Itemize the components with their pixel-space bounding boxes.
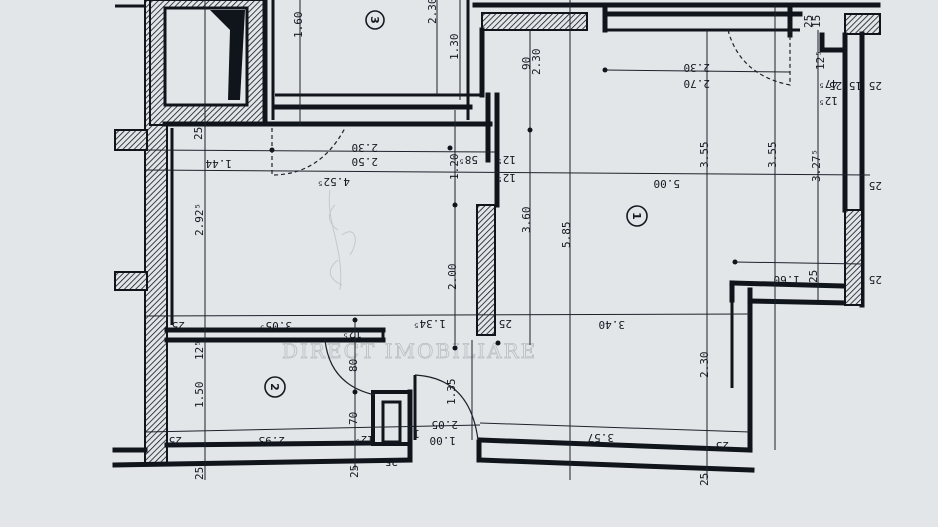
dim-label: 3.55 (698, 142, 711, 169)
dim-label: 1.60 (774, 273, 801, 286)
dim-label: 12⁵ (354, 433, 374, 446)
dim-label: 1.00 (430, 434, 457, 447)
dim-label: 25 (802, 15, 815, 28)
dim-label: 25 (385, 455, 398, 468)
room-3-number: 3 (368, 16, 381, 24)
dim-label: 15 (407, 427, 420, 440)
dim-label: 12⁵ (818, 94, 838, 107)
dim-label: 2.92⁵ (193, 203, 206, 236)
dim-label: 25 15 25 (829, 79, 882, 92)
dim-label: 25 (169, 434, 182, 447)
dim-label: 2.70 (684, 77, 711, 90)
dim-label: 25 (807, 270, 820, 283)
dim-label: 12⁵ (342, 327, 362, 340)
dim-label: 1.50 (193, 382, 206, 409)
dim-label: 2.30 (530, 49, 543, 76)
dim-label: 2.93 (259, 434, 286, 447)
right-walls (472, 2, 881, 308)
dim-label: 25 (869, 273, 882, 286)
dim-label: 3.55 (766, 142, 779, 169)
dim-label: 80 (347, 359, 360, 372)
dim-label: 2.30 (684, 61, 711, 74)
dim-label: 1.34⁵ (413, 317, 446, 330)
dim-label: 47⁵ (818, 77, 838, 90)
dim-label: 58⁵ (458, 153, 478, 166)
shaft-top-left (149, 0, 266, 126)
dim-label: 2.50 (352, 155, 379, 168)
dim-label: 5.85 (560, 222, 573, 249)
watermark-leaf-icon (328, 189, 356, 291)
dim-label: 5.00 (654, 177, 681, 190)
dim-label: 12⁵ (814, 50, 827, 70)
dim-label: 12⁵ (193, 340, 206, 360)
upper-left-room-walls (162, 92, 500, 336)
dim-label: 12⁵ (496, 153, 516, 166)
room-2-number: 2 (268, 383, 281, 391)
bathroom-walls (112, 389, 413, 468)
dim-label: 15 (810, 15, 823, 28)
dim-label: 1.20 (448, 154, 461, 181)
dim-label: 2.00 (446, 264, 459, 291)
dim-label: 3.27⁵ (810, 149, 823, 182)
dim-label: 2.05 (432, 418, 459, 431)
dim-label: 1.60 (292, 12, 305, 39)
room-3-walls (262, 0, 480, 123)
dim-label: 25 (869, 179, 882, 192)
dim-label: 2.30 (352, 141, 379, 154)
entry-walls (476, 280, 848, 473)
dim-label: 2.30 (426, 0, 439, 24)
dim-label: 25 (348, 465, 361, 478)
dim-label: 25 (698, 473, 711, 486)
room-1-number: 1 (630, 212, 643, 220)
door-swings (271, 29, 791, 441)
dim-label: 1.44 (205, 157, 232, 170)
dim-label: 25 (193, 467, 206, 480)
dim-label: 12⁵ (496, 171, 516, 184)
dim-label: 25 (716, 439, 729, 452)
dimension-lines (145, 0, 871, 480)
room-2-marker: 2 (264, 376, 286, 398)
dim-label: 25 (192, 127, 205, 140)
room-1-marker: 1 (626, 205, 648, 227)
watermark: DIRECT IMOBILIARE (282, 339, 537, 363)
dim-label: 1.30 (448, 34, 461, 61)
dim-label: 25 (172, 319, 185, 332)
room-3-marker: 3 (365, 10, 385, 30)
dim-label: 3.40 (599, 318, 626, 331)
dim-label: 70 (347, 412, 360, 425)
dim-label: 3.05⁵ (259, 319, 292, 332)
dimension-labels: 1.60 2.30 1.30 25 1.20 90 2.30 3.55 3.55… (169, 0, 882, 486)
dim-label: 90 (520, 57, 533, 70)
dim-label: 3.60 (520, 207, 533, 234)
dim-label: 1.35 (445, 379, 458, 406)
bath-partition (164, 327, 386, 343)
dim-label: 3.57 (588, 431, 615, 444)
dim-label: 4.52⁵ (317, 175, 350, 188)
dim-label: 25 (499, 317, 512, 330)
dim-label: 2.30 (698, 352, 711, 379)
